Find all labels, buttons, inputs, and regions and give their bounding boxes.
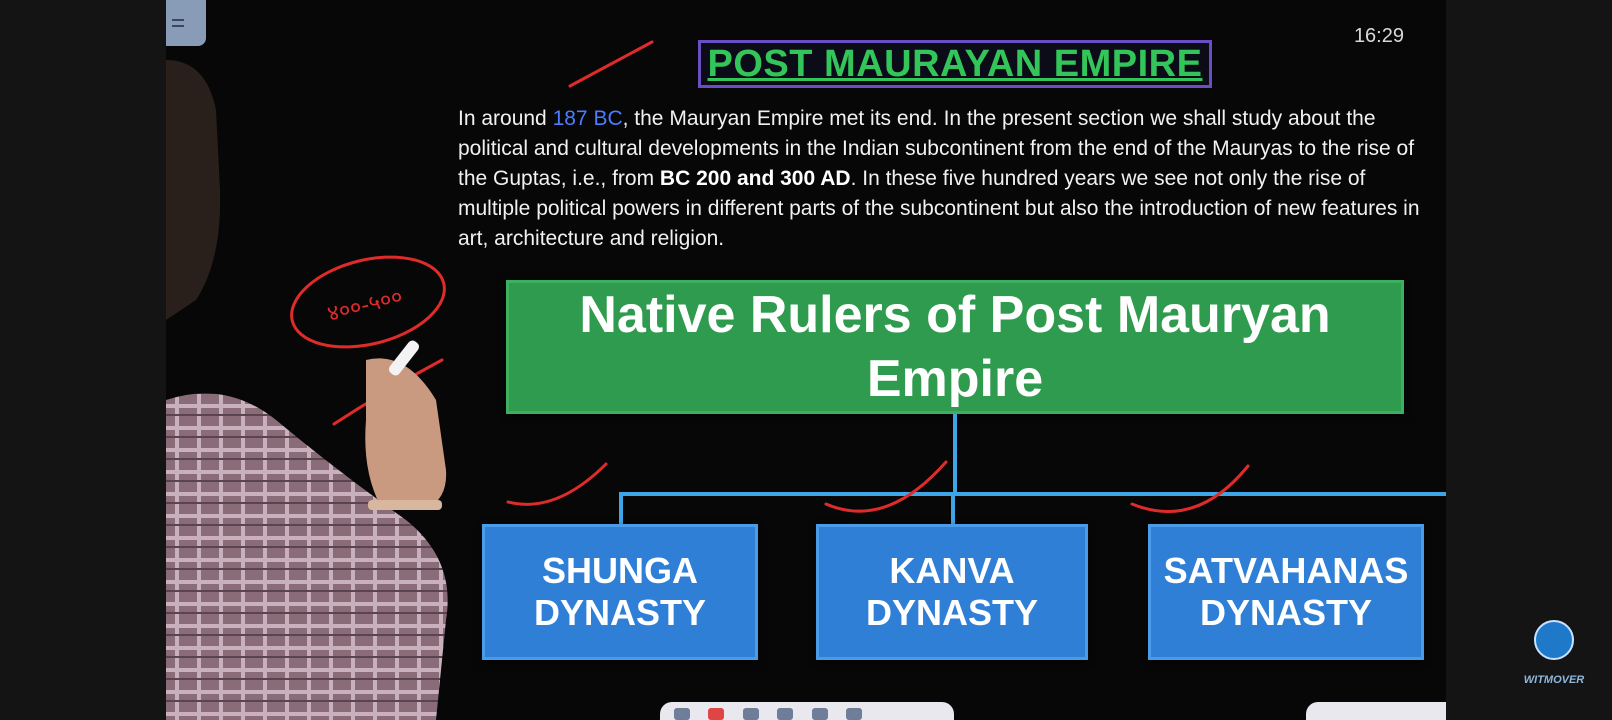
connector-left xyxy=(619,492,623,524)
eraser-icon[interactable] xyxy=(811,708,828,720)
undo-icon[interactable] xyxy=(846,708,863,720)
connector-trunk xyxy=(953,414,957,494)
intro-paragraph: In around 187 BC, the Mauryan Empire met… xyxy=(458,104,1442,254)
slide-title: POST MAURAYAN EMPIRE xyxy=(698,40,1212,88)
witmover-watermark: WITMOVER xyxy=(1514,620,1594,686)
child-node-satvahanas: SATVAHANAS DYNASTY xyxy=(1148,524,1424,660)
date-range-bold: BC 200 and 300 AD xyxy=(659,167,851,190)
pen-icon[interactable] xyxy=(777,708,794,720)
child-node-line1: SATVAHANAS xyxy=(1163,550,1409,591)
watermark-text: WITMOVER xyxy=(1523,674,1585,686)
red-pen-icon[interactable] xyxy=(708,708,725,720)
child-node-shunga: SHUNGA DYNASTY xyxy=(482,524,758,660)
page-toolbar[interactable] xyxy=(1306,702,1446,720)
root-node: Native Rulers of Post Mauryan Empire xyxy=(506,280,1404,414)
pen-tick-title xyxy=(568,40,654,88)
root-node-label: Native Rulers of Post Mauryan Empire xyxy=(579,286,1331,408)
pen-tick-kanva xyxy=(824,460,948,513)
child-node-line1: SHUNGA xyxy=(541,550,698,591)
select-tool-icon[interactable] xyxy=(674,708,690,720)
connector-bus xyxy=(619,492,1446,496)
pen-tick-satvahanas xyxy=(1130,464,1250,513)
clock: 16:29 xyxy=(1353,25,1404,47)
child-node-kanva: KANVA DYNASTY xyxy=(816,524,1088,660)
menu-tab-icon[interactable] xyxy=(166,0,206,46)
child-node-line2: DYNASTY xyxy=(533,592,707,633)
intro-text-1: In around xyxy=(458,107,553,130)
intro-text-3: . In these five hundred years we see not… xyxy=(458,167,1420,250)
presenter-figure xyxy=(166,60,448,720)
marker-icon[interactable] xyxy=(742,708,759,720)
witmover-logo-icon xyxy=(1534,620,1574,660)
connector-middle xyxy=(951,492,955,524)
whiteboard-canvas: 16:29 POST MAURAYAN EMPIRE In around 187… xyxy=(166,0,1446,720)
child-node-line2: DYNASTY xyxy=(1199,592,1373,633)
pen-tick-shunga xyxy=(506,462,608,506)
drawing-toolbar[interactable] xyxy=(660,702,954,720)
child-node-line1: KANVA xyxy=(889,550,1015,591)
child-node-line2: DYNASTY xyxy=(865,592,1039,633)
date-highlight: 187 BC xyxy=(552,107,623,130)
intro-text-2: , the Mauryan Empire met its end. In the… xyxy=(458,107,1415,190)
